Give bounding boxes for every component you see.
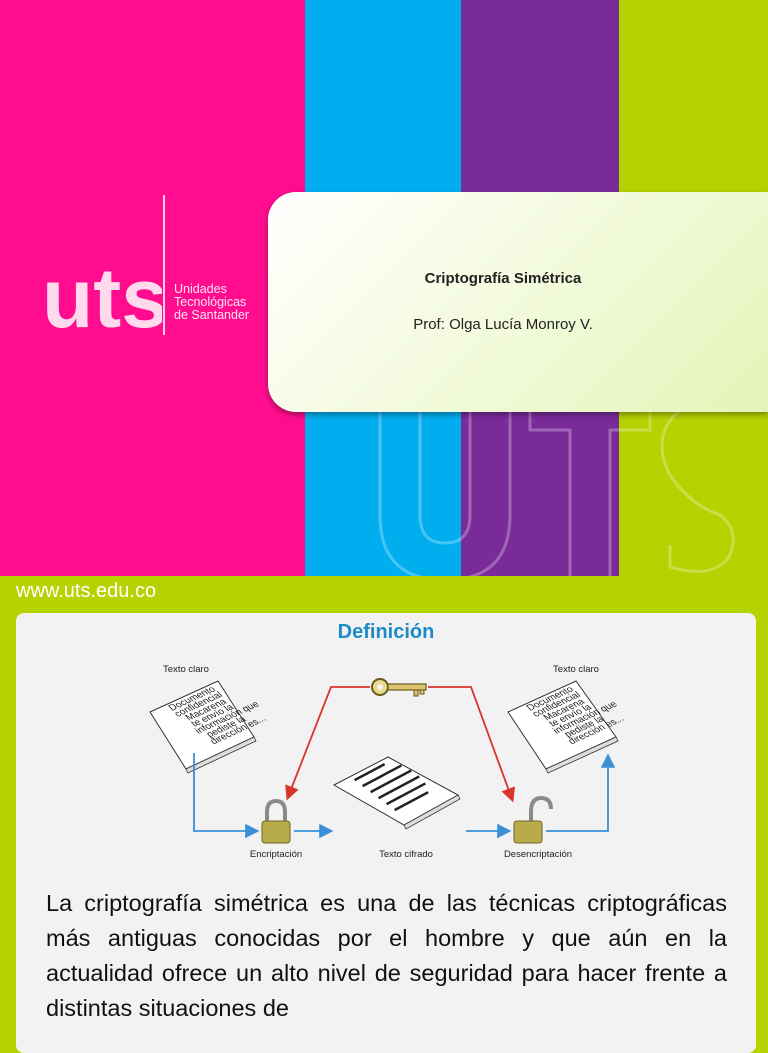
key-icon bbox=[371, 678, 427, 697]
open-padlock-icon bbox=[513, 795, 553, 844]
encrypt-label: Encriptación bbox=[250, 849, 302, 860]
key-to-decrypt-arrow bbox=[428, 686, 516, 803]
uts-logo-letters: uts bbox=[42, 257, 162, 337]
slide-heading: Definición bbox=[337, 621, 435, 643]
uts-logo-mark: uts bbox=[42, 257, 162, 337]
decrypt-label: Desencriptación bbox=[504, 849, 572, 860]
plaintext-to-encrypt-arrow bbox=[193, 753, 260, 839]
presentation-title: Criptografía Simétrica bbox=[424, 270, 582, 287]
cipher-document-icon bbox=[332, 756, 461, 830]
plaintext-right-label: Texto claro bbox=[553, 664, 599, 675]
key-to-encrypt-arrow bbox=[285, 686, 370, 801]
definition-paragraph: La criptografía simétrica es una de las … bbox=[46, 890, 727, 1021]
ciphertext-label: Texto cifrado bbox=[379, 849, 433, 860]
title-card: Criptografía Simétrica Prof: Olga Lucía … bbox=[268, 192, 768, 412]
pink-band bbox=[0, 0, 305, 576]
definition-slide: Definición Texto claro Texto claro Encri… bbox=[16, 613, 756, 1053]
uts-watermark bbox=[378, 395, 751, 576]
logo-institution-name: Unidades Tecnológicas de Santander bbox=[174, 283, 294, 322]
title-slide: uts Unidades Tecnológicas de Santander C… bbox=[0, 0, 768, 576]
presentation-author: Prof: Olga Lucía Monroy V. bbox=[413, 316, 593, 333]
closed-padlock-icon bbox=[261, 798, 291, 844]
plaintext-left-label: Texto claro bbox=[163, 664, 209, 675]
logo-line-1: Unidades bbox=[174, 282, 227, 296]
logo-line-2: Tecnológicas bbox=[174, 295, 247, 309]
document-icon: Documento confidencial Macarena te envío… bbox=[507, 680, 627, 774]
decrypt-to-plaintext-arrow bbox=[546, 753, 616, 832]
document-icon: Documento confidencial Macarena te envío… bbox=[149, 680, 269, 774]
logo-line-3: de Santander bbox=[174, 308, 250, 322]
symmetric-crypto-diagram: Texto claro Texto claro Encriptación Tex… bbox=[149, 664, 627, 860]
website-url: www.uts.edu.co bbox=[16, 580, 157, 602]
logo-divider bbox=[163, 195, 165, 335]
